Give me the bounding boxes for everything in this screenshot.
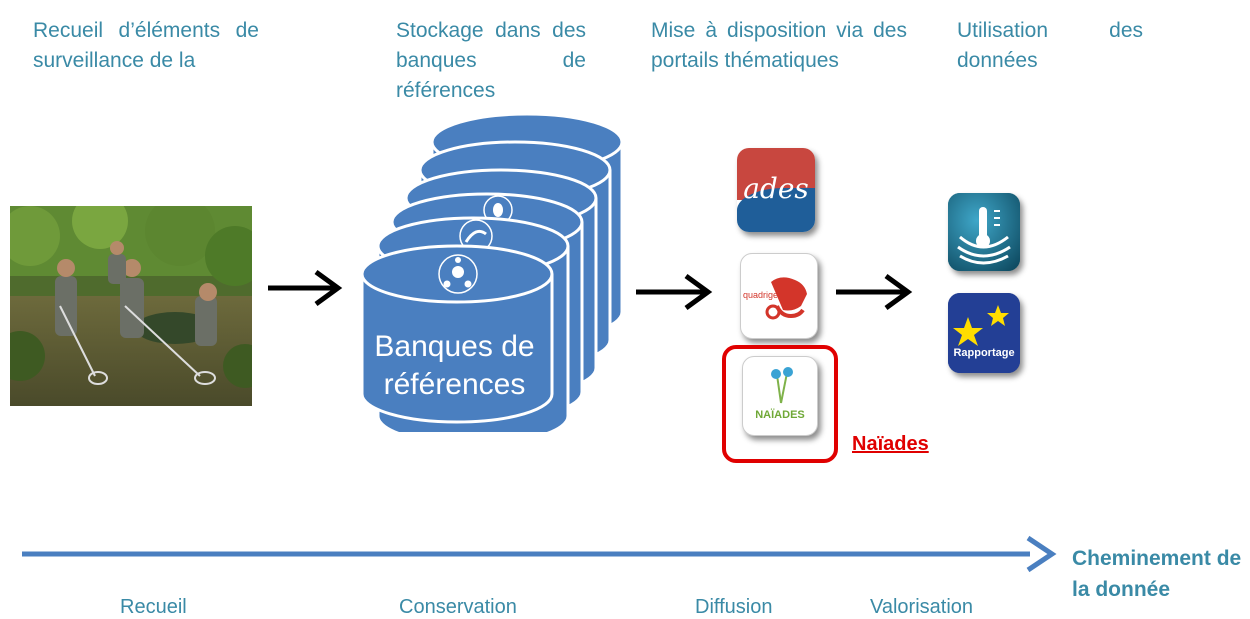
stage-heading-stockage: Stockage dans des banques de références — [396, 19, 586, 102]
stage-heading-mise-a-disposition: Mise à disposition via des portails thém… — [651, 19, 907, 72]
ades-logo-text: ades — [743, 172, 809, 205]
ades-portal-icon[interactable]: ades — [737, 148, 815, 232]
quadrige-logo-text: quadrige — [743, 290, 779, 300]
stage-label-diffusion: Diffusion — [695, 596, 773, 618]
flow-arrow-2 — [636, 273, 713, 311]
stage-label-conservation: Conservation — [399, 596, 517, 618]
naiades-link[interactable]: Naïades — [852, 433, 929, 455]
naiades-logo-icon — [771, 367, 793, 404]
stage-heading-recueil: Recueil d’éléments de surveillance de la — [33, 19, 259, 72]
stage-label-recueil: Recueil — [120, 596, 187, 618]
naiades-portal-icon[interactable]: NAÏADES — [742, 356, 818, 436]
stage-heading-utilisation: Utilisation des données — [957, 19, 1143, 72]
flow-arrow-1 — [268, 269, 343, 307]
field-sampling-photo — [0, 193, 267, 406]
quadrige-logo-icon — [765, 277, 807, 320]
data-flow-arrow — [22, 535, 1057, 573]
water-quality-icon[interactable] — [948, 193, 1020, 271]
naiades-logo-text: NAÏADES — [755, 409, 805, 421]
naiades-highlight-frame — [722, 345, 838, 463]
database-stack — [360, 112, 624, 432]
rapportage-icon[interactable]: Rapportage — [948, 293, 1020, 373]
database-label: Banques de références — [374, 330, 535, 401]
rapportage-label: Rapportage — [953, 347, 1015, 359]
quadrige-portal-icon[interactable]: quadrige — [740, 253, 818, 339]
data-flow-title: Cheminement de la donnée — [1072, 547, 1242, 601]
flow-arrow-3 — [836, 273, 913, 311]
stage-label-valorisation: Valorisation — [870, 596, 974, 618]
